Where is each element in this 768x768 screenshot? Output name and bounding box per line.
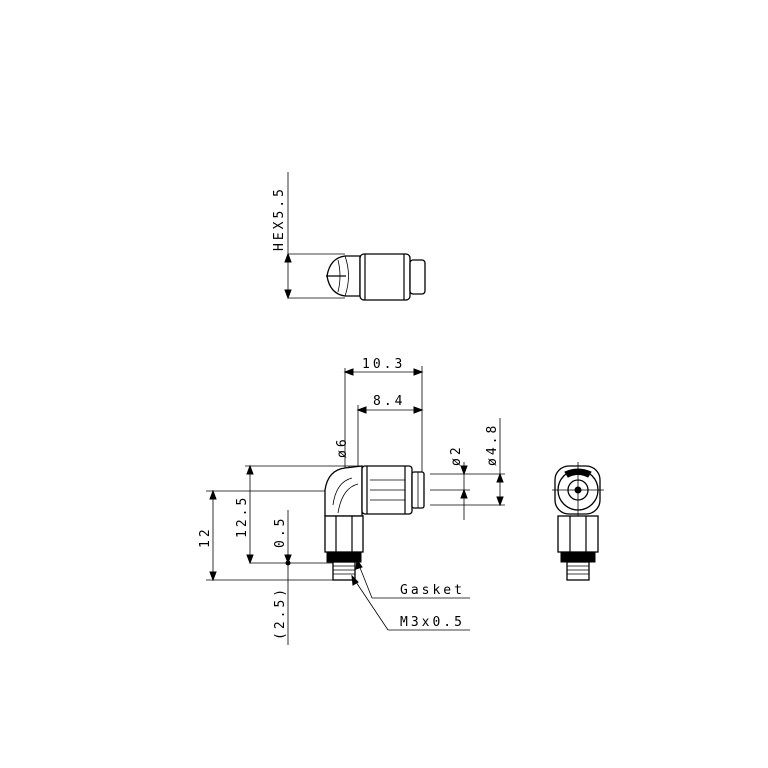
front-view: 10.3 8.4 ø6 ø2 ø4.8 12 12.5 — [198, 357, 505, 645]
gasket-callout: Gasket — [400, 583, 465, 598]
thread-callout: M3x0.5 — [400, 615, 465, 630]
tube-od-label: ø6 — [335, 436, 350, 458]
overall-length-label: 10.3 — [362, 357, 405, 372]
top-view: HEX5.5 — [272, 172, 426, 301]
gasket-thickness-label: 0.5 — [273, 516, 288, 548]
total-height-label: 12 — [198, 526, 213, 548]
thread-length-label: (2.5) — [273, 586, 288, 640]
body-length-label: 8.4 — [373, 394, 405, 409]
collar-od-label: ø4.8 — [485, 423, 500, 466]
centerline-height-label: 12.5 — [235, 495, 250, 538]
hex-dimension-label: HEX5.5 — [272, 186, 287, 251]
bore-label: ø2 — [449, 444, 464, 466]
side-view — [552, 462, 604, 581]
